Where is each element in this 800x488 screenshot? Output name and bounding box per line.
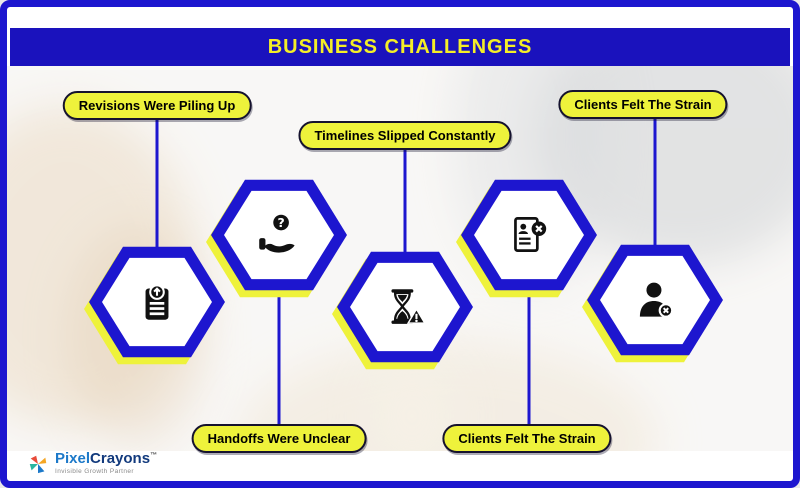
svg-text:?: ? <box>277 215 284 230</box>
hexagon-clients-doc <box>456 175 597 298</box>
hourglass-warning-icon <box>391 289 427 324</box>
hand-question-icon: ? <box>259 214 295 253</box>
connector-line-handoffs <box>277 289 281 429</box>
connector-line-timelines <box>403 147 407 259</box>
title-bar: BUSINESS CHALLENGES <box>10 28 790 66</box>
hexagon-timelines <box>332 247 473 370</box>
clipboard-person-x-icon <box>514 216 547 252</box>
label-pill-revisions: Revisions Were Piling Up <box>62 91 252 120</box>
hexagon-clients-person <box>582 240 723 363</box>
connector-line-clients-bottom <box>527 289 531 429</box>
logo-tagline: Invisible Growth Partner <box>55 467 134 475</box>
label-pill-timelines: Timelines Slipped Constantly <box>298 121 512 150</box>
hexagon-handoffs: ? <box>206 175 347 298</box>
document-upload-icon <box>145 284 169 320</box>
label-pill-handoffs: Handoffs Were Unclear <box>191 424 367 453</box>
page-title: BUSINESS CHALLENGES <box>267 35 533 58</box>
hexagon-revisions <box>84 242 225 365</box>
label-pill-clients-top: Clients Felt The Strain <box>558 90 728 119</box>
pixelcrayons-logo: PixelCrayons™ Invisible Growth Partner <box>27 450 158 475</box>
connector-line-clients-top <box>653 113 657 253</box>
connector-line-revisions <box>155 115 159 255</box>
label-pill-clients-bottom: Clients Felt The Strain <box>442 424 612 453</box>
person-x-icon <box>639 282 674 318</box>
pixelcrayons-logo-icon <box>29 455 47 474</box>
pixelcrayons-wordmark: PixelCrayons™ <box>55 450 158 467</box>
